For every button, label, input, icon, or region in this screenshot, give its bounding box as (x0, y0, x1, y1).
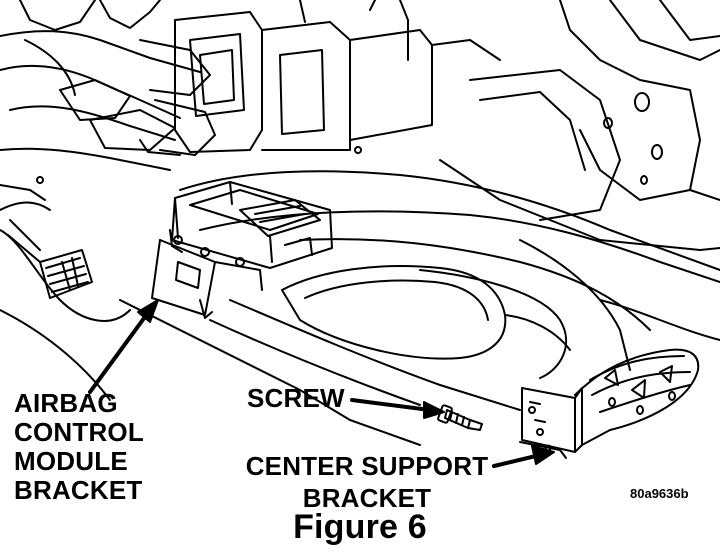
airbag-control-module (169, 181, 333, 269)
brake-pedal (7, 219, 93, 299)
figure-caption: Figure 6 (293, 508, 427, 546)
dash-wiring-area (0, 0, 216, 211)
floor-tunnel (0, 159, 720, 446)
image-code: 80a9636b (630, 486, 689, 501)
right-side-panel (469, 0, 720, 221)
leader-arrows (88, 299, 555, 468)
screw (437, 404, 483, 431)
module-bracket (151, 239, 263, 319)
center-support-bracket-label: CENTER SUPPORT BRACKET (245, 451, 489, 513)
center-support-bracket (519, 348, 700, 459)
hvac-duct-housing (174, 0, 501, 154)
screw-label: SCREW (247, 383, 345, 413)
airbag-control-module-bracket-label: AIRBAG CONTROL MODULE BRACKET (14, 388, 144, 505)
